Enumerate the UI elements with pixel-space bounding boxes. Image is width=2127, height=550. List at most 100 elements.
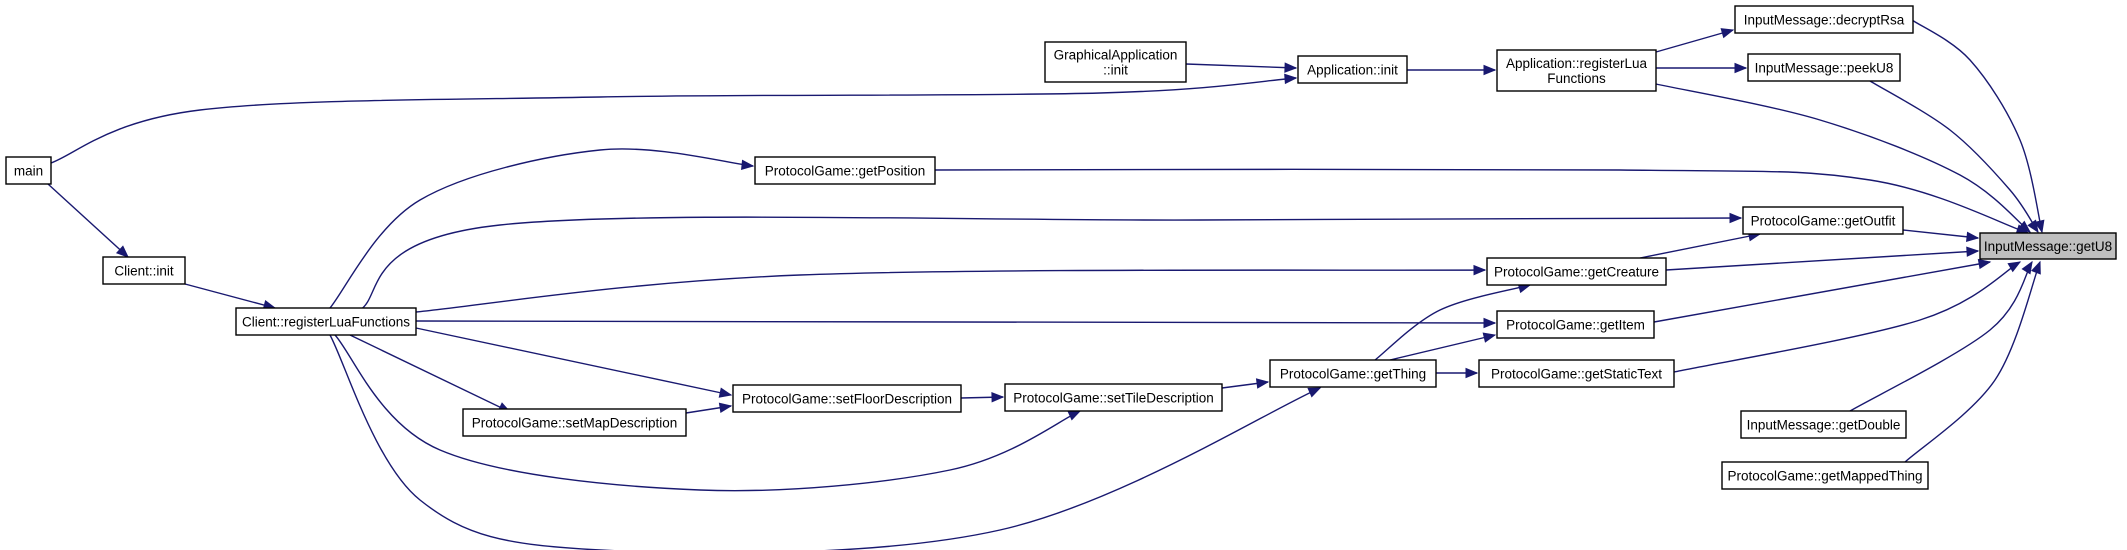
edge-arrowhead xyxy=(718,402,733,413)
node-clientInit[interactable]: Client::init xyxy=(102,256,186,285)
node-box xyxy=(1979,232,2117,260)
edge-line xyxy=(50,77,1297,164)
node-setTileDescription[interactable]: ProtocolGame::setTileDescription xyxy=(1004,383,1223,412)
edge-arrowhead xyxy=(1255,378,1270,389)
node-graphicalAppInit[interactable]: GraphicalApplication::init xyxy=(1044,41,1187,83)
edge-line xyxy=(1849,261,2033,412)
edge-arrowhead xyxy=(991,392,1005,403)
node-appInit[interactable]: Application::init xyxy=(1297,55,1408,84)
edge-line xyxy=(359,216,1742,311)
node-box xyxy=(1486,257,1667,286)
node-label: InputMessage::getDouble xyxy=(1747,418,1901,433)
edge-line xyxy=(47,183,129,258)
node-getItem[interactable]: ProtocolGame::getItem xyxy=(1496,310,1655,339)
edge-main-to-appInit xyxy=(50,73,1298,164)
edge-graphicalAppInit-to-appInit xyxy=(1185,62,1298,73)
edge-clientRegisterLua-to-getOutfit xyxy=(359,212,1743,311)
edge-getMappedThing-to-getU8 xyxy=(1904,260,2041,463)
node-label: ProtocolGame::getMappedThing xyxy=(1727,469,1922,484)
edge-arrowhead xyxy=(1307,387,1322,398)
node-getPosition[interactable]: ProtocolGame::getPosition xyxy=(754,156,936,185)
node-getStaticText[interactable]: ProtocolGame::getStaticText xyxy=(1478,359,1675,388)
edge-appRegisterLua-to-peekU8 xyxy=(1656,62,1748,74)
edge-clientRegisterLua-to-getPosition xyxy=(329,148,755,309)
edge-setFloorDescription-to-setTileDescription xyxy=(960,392,1005,403)
edge-arrowhead xyxy=(1482,332,1497,343)
node-label: ProtocolGame::setFloorDescription xyxy=(742,392,952,407)
edge-line xyxy=(1639,233,1761,259)
edge-line xyxy=(1374,284,1531,361)
edge-arrowhead xyxy=(1465,367,1479,379)
edge-line xyxy=(1673,261,2021,373)
node-label: ProtocolGame::getStaticText xyxy=(1491,367,1662,382)
edge-setMapDescription-to-setFloorDescription xyxy=(685,402,733,414)
edge-line xyxy=(1902,229,1979,239)
node-label: Client::init xyxy=(114,264,174,279)
edge-line xyxy=(1185,63,1297,69)
node-decryptRsa[interactable]: InputMessage::decryptRsa xyxy=(1734,5,1914,34)
node-appRegisterLua[interactable]: Application::registerLuaFunctions xyxy=(1496,49,1657,92)
edge-arrowhead xyxy=(1473,264,1487,276)
edge-line xyxy=(184,283,276,309)
edge-appInit-to-appRegisterLua xyxy=(1407,64,1497,76)
edge-arrowhead xyxy=(2021,260,2033,275)
edge-arrowhead xyxy=(1284,62,1298,73)
node-box xyxy=(732,384,962,413)
edge-line xyxy=(329,334,1321,550)
node-peekU8[interactable]: InputMessage::peekU8 xyxy=(1747,53,1901,82)
edge-arrowhead xyxy=(1483,64,1497,76)
edge-arrowhead xyxy=(1284,73,1298,85)
node-box xyxy=(1496,310,1655,339)
node-box xyxy=(1269,359,1437,388)
node-getCreature[interactable]: ProtocolGame::getCreature xyxy=(1486,257,1667,286)
edge-main-to-clientInit xyxy=(47,183,129,258)
edge-setTileDescription-to-getThing xyxy=(1221,378,1270,389)
node-label: InputMessage::getU8 xyxy=(1984,239,2112,254)
edge-line xyxy=(1655,29,1734,53)
node-label: ProtocolGame::getItem xyxy=(1506,318,1645,333)
node-label: Client::registerLuaFunctions xyxy=(242,315,410,330)
edge-getDouble-to-getU8 xyxy=(1849,260,2033,412)
node-label: ProtocolGame::setMapDescription xyxy=(472,416,678,431)
node-box xyxy=(754,156,936,185)
node-box xyxy=(1496,49,1657,92)
edge-line xyxy=(1869,80,2039,233)
edge-getCreature-to-getOutfit xyxy=(1639,231,1762,259)
edge-line xyxy=(415,269,1486,313)
edge-clientRegisterLua-to-setFloorDescription xyxy=(415,327,733,398)
node-box xyxy=(1742,206,1904,235)
edge-line xyxy=(1904,261,2041,463)
edge-clientRegisterLua-to-setMapDescription xyxy=(349,334,512,413)
node-box xyxy=(1478,359,1675,388)
edge-line xyxy=(1911,19,2043,233)
node-box xyxy=(1721,461,1929,490)
node-main[interactable]: main xyxy=(5,156,52,185)
node-getU8[interactable]: InputMessage::getU8 xyxy=(1979,232,2117,260)
edge-arrowhead xyxy=(718,387,733,398)
node-label: InputMessage::peekU8 xyxy=(1755,61,1894,76)
node-box xyxy=(462,408,687,437)
edge-getItem-to-getU8 xyxy=(1653,258,1992,323)
edge-clientRegisterLua-to-getCreature xyxy=(415,264,1487,313)
node-clientRegisterLua[interactable]: Client::registerLuaFunctions xyxy=(235,307,417,336)
node-box xyxy=(235,307,417,336)
edge-line xyxy=(1655,83,2031,233)
node-getThing[interactable]: ProtocolGame::getThing xyxy=(1269,359,1437,388)
edge-line xyxy=(415,327,732,396)
node-label: ProtocolGame::getThing xyxy=(1280,367,1426,382)
node-box xyxy=(1297,55,1408,84)
edge-getCreature-to-getU8 xyxy=(1665,246,1980,271)
node-label: ProtocolGame::getOutfit xyxy=(1751,214,1896,229)
node-getOutfit[interactable]: ProtocolGame::getOutfit xyxy=(1742,206,1904,235)
node-getDouble[interactable]: InputMessage::getDouble xyxy=(1740,410,1907,439)
edge-appRegisterLua-to-decryptRsa xyxy=(1655,28,1735,53)
edge-line xyxy=(349,334,511,413)
edge-line xyxy=(334,334,1081,492)
node-label: Functions xyxy=(1547,71,1606,86)
call-graph-edges xyxy=(47,19,2045,550)
edge-arrowhead xyxy=(2031,260,2041,275)
edge-clientRegisterLua-to-getItem xyxy=(415,317,1497,329)
node-getMappedThing[interactable]: ProtocolGame::getMappedThing xyxy=(1721,461,1929,490)
node-setFloorDescription[interactable]: ProtocolGame::setFloorDescription xyxy=(732,384,962,413)
node-setMapDescription[interactable]: ProtocolGame::setMapDescription xyxy=(462,408,687,437)
